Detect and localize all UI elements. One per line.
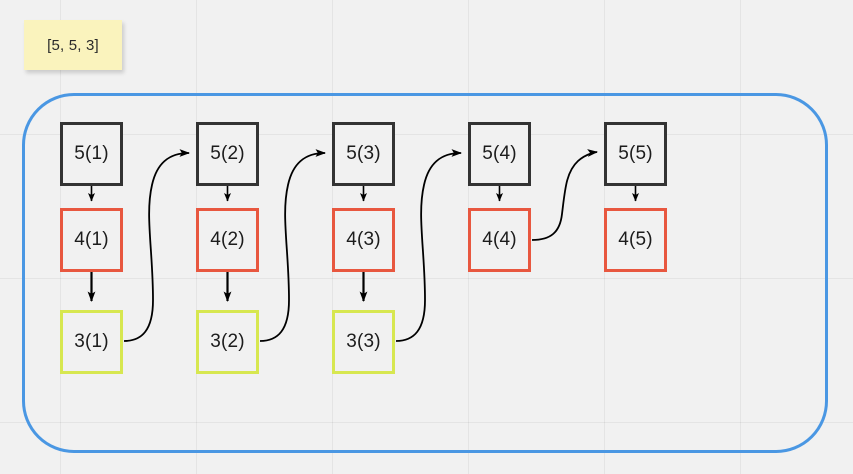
call-stack-group-outline[interactable] — [22, 93, 828, 453]
node-label: 3(3) — [346, 331, 381, 352]
node-label: 5(4) — [482, 143, 517, 164]
node-label: 3(2) — [210, 331, 245, 352]
node-label: 5(1) — [74, 143, 109, 164]
node-n5-4[interactable]: 5(4) — [468, 122, 531, 186]
node-label: 5(3) — [346, 143, 381, 164]
node-n5-1[interactable]: 5(1) — [60, 122, 123, 186]
node-n5-2[interactable]: 5(2) — [196, 122, 259, 186]
node-label: 4(3) — [346, 229, 381, 250]
node-n3-1[interactable]: 3(1) — [60, 310, 123, 374]
node-label: 5(2) — [210, 143, 245, 164]
node-n4-5[interactable]: 4(5) — [604, 208, 667, 272]
sticky-note-label: [5, 5, 3] — [47, 36, 99, 54]
node-label: 3(1) — [74, 331, 109, 352]
node-n5-5[interactable]: 5(5) — [604, 122, 667, 186]
node-label: 4(1) — [74, 229, 109, 250]
node-label: 4(5) — [618, 229, 653, 250]
node-n4-1[interactable]: 4(1) — [60, 208, 123, 272]
node-n4-3[interactable]: 4(3) — [332, 208, 395, 272]
node-n3-3[interactable]: 3(3) — [332, 310, 395, 374]
node-label: 4(4) — [482, 229, 517, 250]
node-n4-2[interactable]: 4(2) — [196, 208, 259, 272]
node-label: 4(2) — [210, 229, 245, 250]
node-n5-3[interactable]: 5(3) — [332, 122, 395, 186]
node-label: 5(5) — [618, 143, 653, 164]
node-n4-4[interactable]: 4(4) — [468, 208, 531, 272]
node-n3-2[interactable]: 3(2) — [196, 310, 259, 374]
sticky-note[interactable]: [5, 5, 3] — [24, 20, 122, 70]
